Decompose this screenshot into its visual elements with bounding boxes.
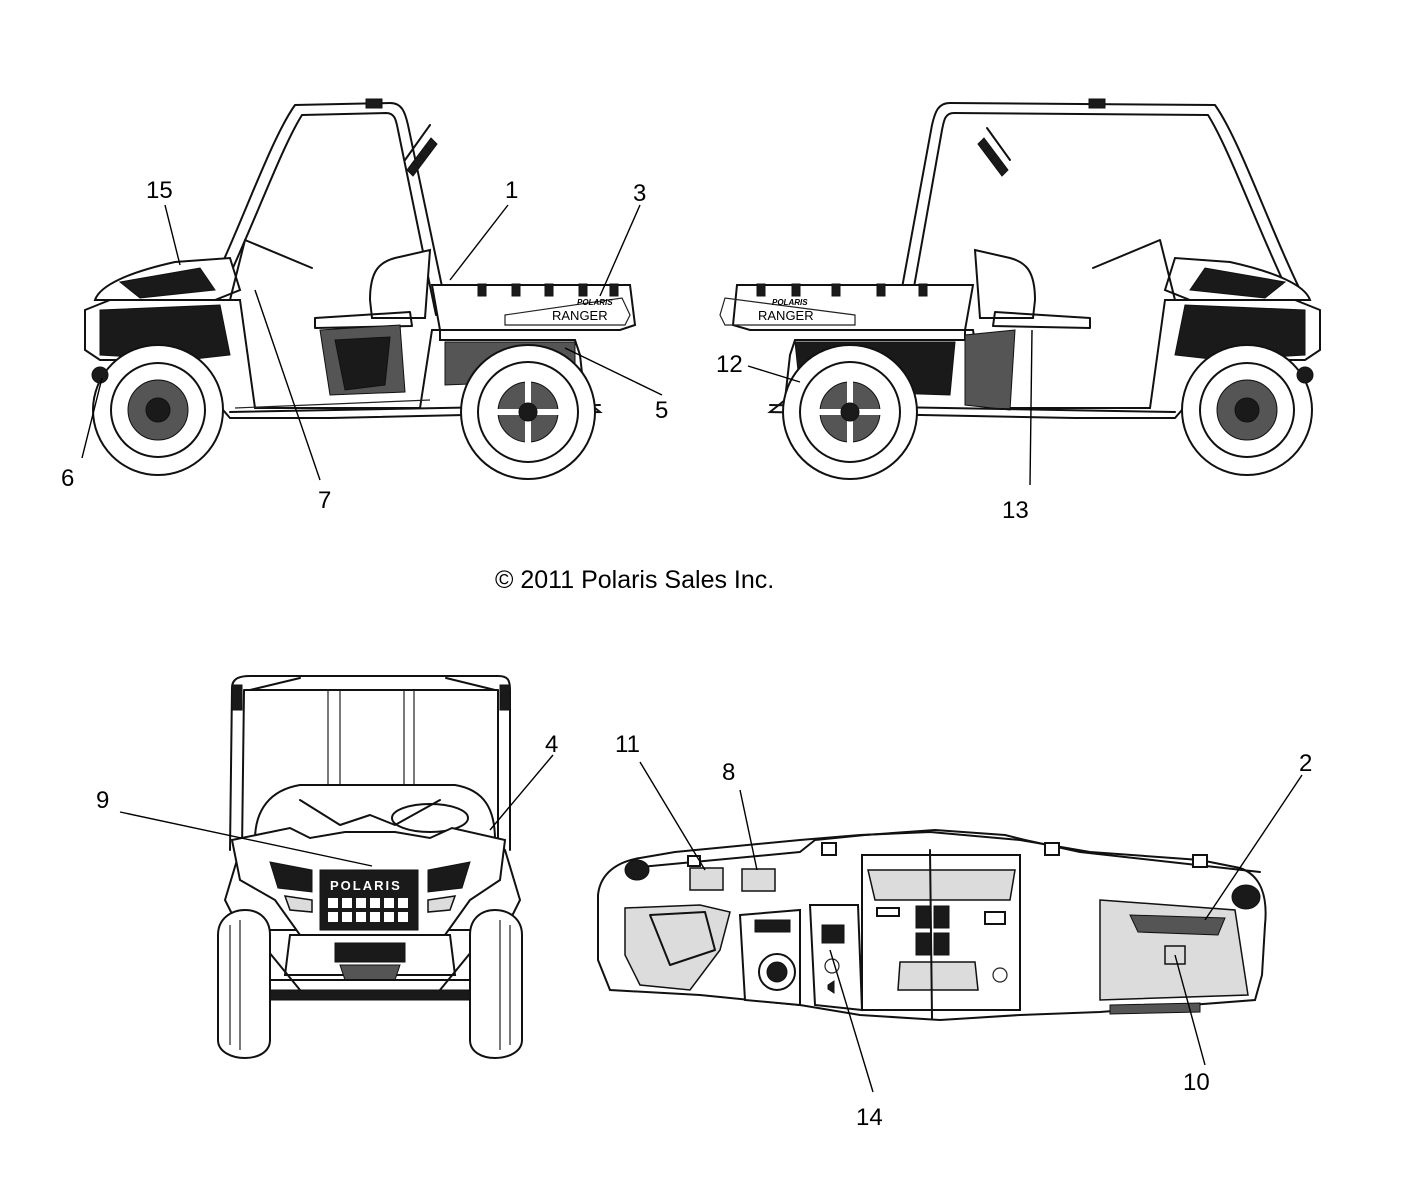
callout-6: 6	[61, 465, 74, 492]
decal-square-8	[741, 868, 776, 892]
callouts: 1 2 3 4 5 6 7 8 9 10 11 12 13 14 15	[61, 177, 1312, 1131]
front-grille: POLARIS	[319, 869, 419, 931]
front-tires	[217, 908, 523, 1060]
copyright-notice: © 2011 Polaris Sales Inc.	[495, 566, 775, 594]
callout-7: 7	[318, 487, 331, 514]
vehicle-front-view: POLARIS	[217, 675, 523, 1060]
cargo-tiedown-hooks-left	[477, 283, 619, 297]
decal-square-11	[689, 867, 724, 891]
ranger-decal-left: POLARIS RANGER	[504, 297, 631, 326]
callout-11: 11	[615, 731, 640, 758]
callout-2: 2	[1299, 750, 1312, 777]
decal-brand-right: POLARIS	[772, 298, 808, 307]
decal-model-left: RANGER	[552, 308, 608, 323]
callout-13: 13	[1002, 497, 1029, 524]
callout-3: 3	[633, 180, 646, 207]
callout-10: 10	[1183, 1069, 1210, 1096]
front-wheel-left	[92, 344, 224, 476]
grille-brand-text: POLARIS	[330, 878, 402, 893]
callout-14: 14	[856, 1104, 883, 1131]
decal-brand-left: POLARIS	[577, 298, 613, 307]
rear-wheel-left	[460, 344, 596, 480]
rear-shock-left	[404, 124, 438, 177]
dashboard-view	[597, 829, 1267, 1022]
callout-1: 1	[505, 177, 518, 204]
decal-model-right: RANGER	[758, 308, 814, 323]
callout-4: 4	[545, 731, 558, 758]
switch-panel	[915, 905, 950, 956]
callout-12: 12	[716, 351, 743, 378]
callout-8: 8	[722, 759, 735, 786]
vehicle-left-side-view: POLARIS RANGER	[84, 98, 637, 480]
callout-5: 5	[655, 397, 668, 424]
callout-15: 15	[146, 177, 173, 204]
callout-9: 9	[96, 787, 109, 814]
ranger-decal-right: POLARIS RANGER	[758, 298, 814, 323]
vehicle-right-side-view: POLARIS RANGER	[719, 98, 1321, 480]
